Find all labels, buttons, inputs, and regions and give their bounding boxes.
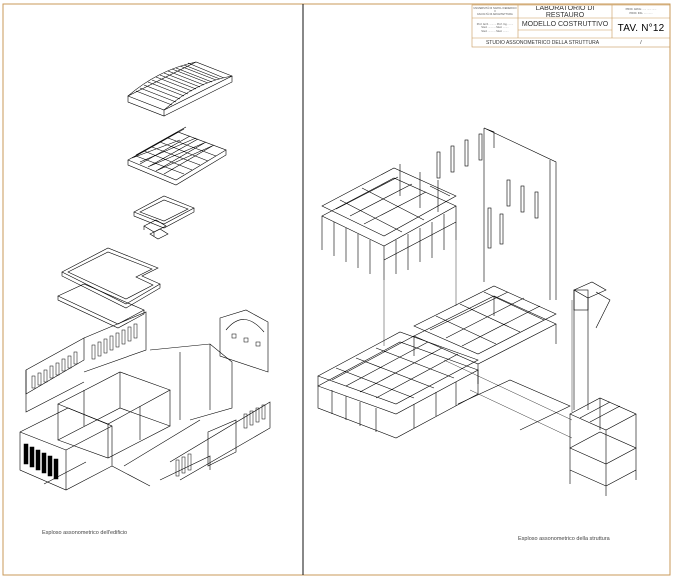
floor-slabs xyxy=(57,247,161,329)
sheet-subtitle: STUDIO ASSONOMETRICO DELLA STRUTTURA xyxy=(485,39,600,46)
university-label: UNIVERSITÀ DI NAPOLI FEDERICO II FACOLTÀ… xyxy=(473,6,517,17)
model-title: MODELLO COSTRUTTIVO xyxy=(521,21,609,28)
students-line-2: Stud. ........ - Stud. ........ xyxy=(481,26,509,30)
professor-line-2: PROF. ING. ..... ...... xyxy=(629,11,653,15)
vault-roof xyxy=(127,61,233,117)
professors-label: PROF. ARCH. ..... ...... ...... PROF. IN… xyxy=(613,6,669,17)
exploded-structure-drawing xyxy=(317,127,637,496)
strip-columns xyxy=(436,127,557,300)
sheet-number: TAV. N°12 xyxy=(617,23,665,34)
title-block-frame xyxy=(471,4,671,48)
upper-frame xyxy=(321,164,457,280)
building-mass xyxy=(19,309,271,491)
students-label: Prof. Arch. ....... - Prof. Ing. .......… xyxy=(473,19,517,37)
students-line-3: Stud. ........ - Stud. ........ xyxy=(481,29,509,33)
lantern-frame xyxy=(133,195,195,240)
projection-lines xyxy=(383,240,573,439)
exploded-building-drawing xyxy=(19,61,271,491)
left-caption: Esploso assonometrico dell'edificio xyxy=(42,530,128,536)
professor-line-1: PROF. ARCH. ..... ...... ...... xyxy=(625,8,657,12)
ground-frame xyxy=(317,285,571,439)
students-line-1: Prof. Arch. ....... - Prof. Ing. ....... xyxy=(476,23,514,27)
sheet-frame xyxy=(2,3,671,576)
space-frame-grid xyxy=(127,126,227,186)
tower-frame xyxy=(569,281,637,496)
right-caption: Esploso assonometrico della struttura xyxy=(518,536,610,542)
facade-windows xyxy=(23,323,266,480)
page-marker: / xyxy=(640,39,642,46)
university-line-2: FACOLTÀ DI ARCHITETTURA xyxy=(477,13,513,17)
lab-title: LABORATORIO DI RESTAURO xyxy=(535,6,595,18)
university-line-1: UNIVERSITÀ DI NAPOLI FEDERICO II xyxy=(473,6,517,13)
